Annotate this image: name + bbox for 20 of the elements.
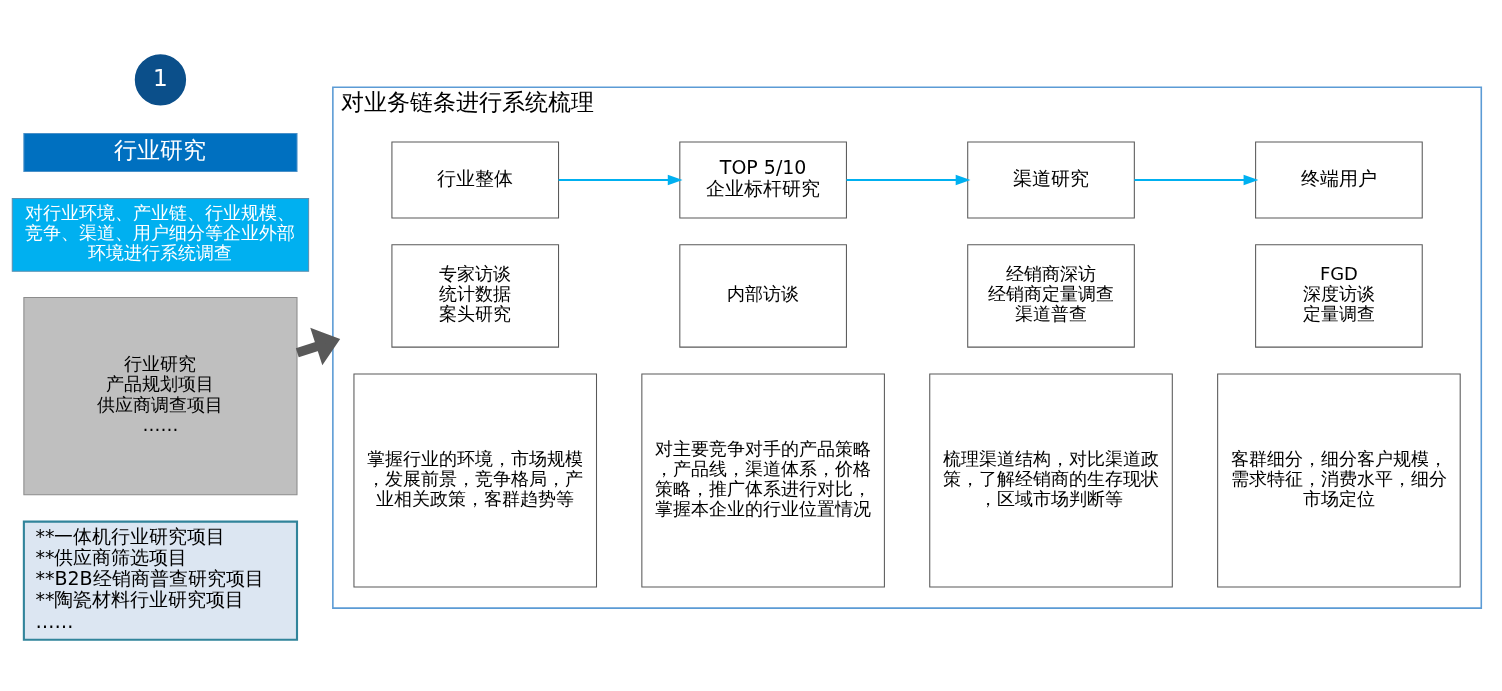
arrow xyxy=(558,174,683,185)
node-box: TOP 5/10 企业标杆研究 xyxy=(679,141,847,218)
node-box: **一体机行业研究项目 **供应商筛选项目 **B2B经销商普查研究项目 **陶瓷材料行业研究项目 …… xyxy=(22,520,299,641)
node-box: 掌握行业的环境，市场规模，发展前景，竞争格局，产业相关政策，客群趋势等 xyxy=(353,373,598,588)
arrow xyxy=(295,327,341,365)
node-box: 对主要竞争对手的产品策略，产品线，渠道体系，价格策略，推广体系进行对比，掌握本企业的行业位置情况 xyxy=(641,373,885,588)
node-box: 行业研究 xyxy=(23,132,298,172)
arrow xyxy=(1134,174,1259,185)
node-box: 渠道研究 xyxy=(967,141,1135,218)
node-box: 行业研究 产品规划项目 供应商调查项目 …… xyxy=(23,296,298,495)
node-box: 专家访谈 统计数据 案头研究 xyxy=(391,243,560,348)
node-box: FGD 深度访谈 定量调查 xyxy=(1255,243,1423,348)
node-box: 梳理渠道结构，对比渠道政策，了解经销商的生存现状，区域市场判断等 xyxy=(929,373,1173,588)
node-box: 终端用户 xyxy=(1255,141,1423,218)
node-box: 对行业环境、产业链、行业规模、竞争、渠道、用户细分等企业外部环境进行系统调查 xyxy=(11,197,310,272)
arrow xyxy=(846,174,971,185)
node-box: 经销商深访 经销商定量调查 渠道普查 xyxy=(967,243,1135,348)
node-box: 客群细分，细分客户规模，需求特征，消费水平，细分市场定位 xyxy=(1217,373,1461,588)
node-box: 行业整体 xyxy=(391,141,560,218)
node-box: 内部访谈 xyxy=(679,243,847,348)
